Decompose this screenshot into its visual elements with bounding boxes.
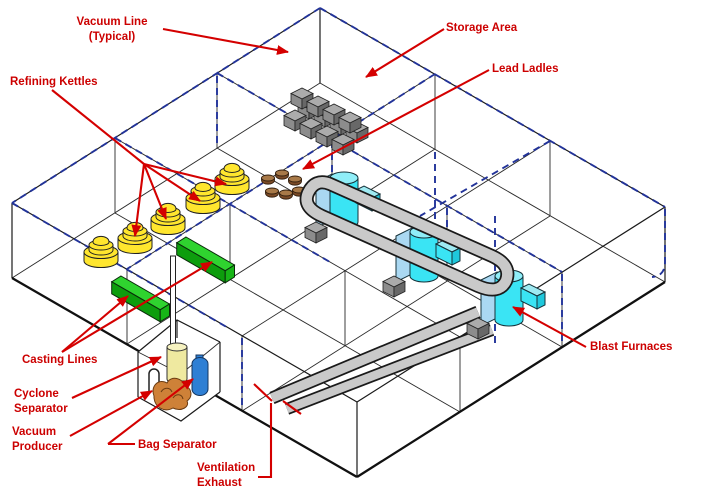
label-refining-kettles-text: Refining Kettles (10, 76, 98, 88)
ventilation-exhaust-bracket (253, 383, 302, 415)
vacuum-riser-pipe (170, 255, 176, 349)
label-vacuum-producer: Vacuum Producer (12, 425, 63, 454)
label-blast-furnaces: Blast Furnaces (590, 340, 672, 355)
storage-area-arrow (365, 28, 445, 78)
label-bag-separator: Bag Separator (138, 438, 217, 453)
bag-separator-vessel (191, 354, 209, 396)
label-ventilation-exhaust-text2: Exhaust (197, 476, 242, 489)
refining-kettles-arrow-1 (131, 163, 146, 237)
refining-kettles-leader (51, 89, 145, 165)
label-bag-separator-text: Bag Separator (138, 439, 217, 451)
label-cyclone-separator: Cyclone Separator (14, 387, 68, 416)
refining-kettles-arrow-4 (143, 162, 227, 187)
label-blast-furnaces-text: Blast Furnaces (590, 341, 673, 353)
inlet-pipe (148, 368, 160, 392)
label-lead-ladles: Lead Ladles (492, 62, 558, 77)
label-ventilation-exhaust: Ventilation Exhaust (197, 461, 255, 490)
refining-kettles-arrow-3 (143, 163, 201, 202)
label-cyclone-separator-text2: Separator (14, 402, 68, 415)
leader-arrows (51, 27, 587, 479)
label-vacuum-producer-text: Vacuum (12, 426, 57, 438)
label-refining-kettles: Refining Kettles (10, 75, 98, 90)
cyclone-separator-arrow (71, 356, 162, 399)
label-storage-area-text: Storage Area (446, 22, 518, 34)
casting-lines-arrow-2 (61, 261, 213, 353)
blast-furnaces-arrow (512, 306, 587, 348)
lead-ladles-arrow (302, 69, 490, 170)
label-cyclone-separator-text: Cyclone (14, 388, 59, 400)
lead-ladles-group (261, 169, 306, 200)
label-ventilation-exhaust-text: Ventilation (197, 462, 256, 474)
storage-area-blocks (283, 87, 369, 156)
label-casting-lines-text: Casting Lines (22, 354, 98, 366)
label-lead-ladles-text: Lead Ladles (492, 63, 559, 75)
vacuum-line-arrow (162, 27, 289, 55)
duct-system (269, 175, 515, 415)
label-vacuum-line: Vacuum Line (Typical) (66, 15, 158, 44)
ventilation-exhaust-leader (258, 403, 273, 479)
bag-separator-arrow (107, 378, 194, 445)
label-vacuum-line-text: Vacuum Line (76, 16, 148, 28)
casting-lines-arrow-1 (61, 295, 129, 353)
refining-kettles-arrow-2 (143, 163, 167, 220)
label-storage-area: Storage Area (446, 21, 517, 36)
vacuum-producer-arrow (69, 390, 153, 437)
label-vacuum-line-text2: (Typical) (88, 30, 136, 43)
label-vacuum-producer-text2: Producer (12, 440, 63, 453)
label-casting-lines: Casting Lines (22, 353, 97, 368)
